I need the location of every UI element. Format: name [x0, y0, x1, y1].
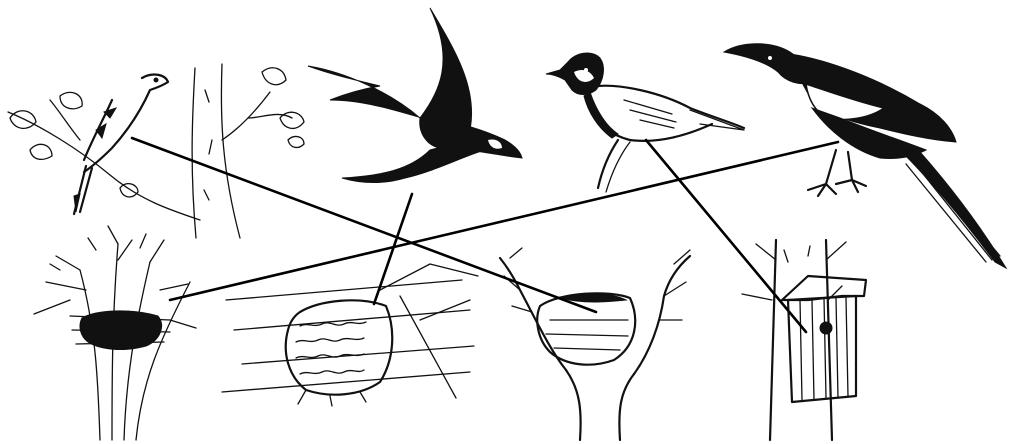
twig-bush-nest-icon — [34, 226, 196, 440]
tree-fork-nest-icon — [500, 248, 690, 440]
swallow-in-flight-icon — [308, 8, 522, 183]
match-line-chaffinch-to-fork-nest — [132, 138, 596, 312]
magpie-standing-icon — [724, 44, 1006, 268]
chaffinch-on-branch-icon — [8, 64, 304, 238]
mud-nest-under-eaves-icon — [222, 264, 478, 406]
birdhouse-nest-box-icon — [742, 240, 866, 440]
match-lines — [132, 138, 838, 332]
match-line-swallow-to-mud-nest — [374, 194, 412, 304]
